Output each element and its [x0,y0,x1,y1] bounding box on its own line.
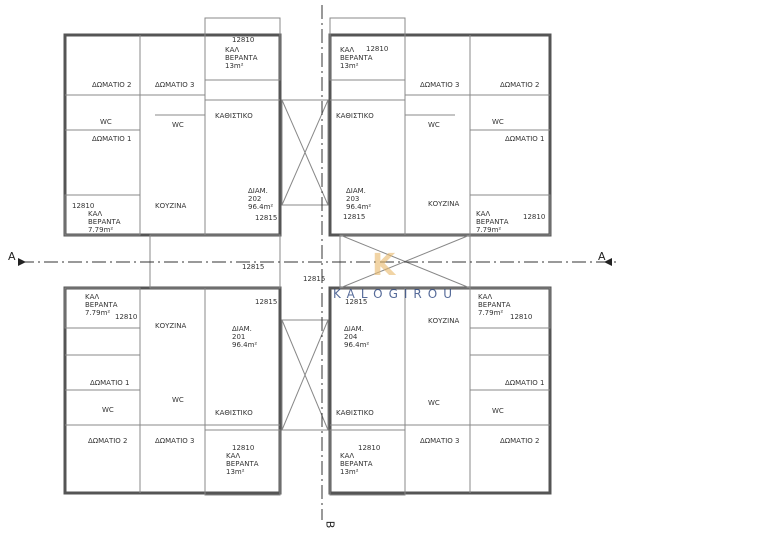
room-label: ΔΩΜΑΤΙΟ 3 [420,437,460,445]
room-label: ΔΩΜΑΤΙΟ 2 [88,437,128,445]
code-label: 12815 [255,214,278,222]
room-label: ΔΩΜΑΤΙΟ 2 [500,437,540,445]
room-label: WC [492,407,504,415]
room-label: ΚΑΘΙΣΤΙΚΟ [336,112,374,120]
section-mark-a-right: A [598,250,606,263]
section-mark-b: B [323,520,337,529]
code-label: 12810 [523,213,546,221]
veranda-label: ΚΑΛ ΒΕΡΑΝΤΑ 7.79m² [88,210,121,234]
room-label: ΔΩΜΑΤΙΟ 1 [90,379,130,387]
watermark: KALOGIROU [333,287,458,301]
veranda-label: ΚΑΛ ΒΕΡΑΝΤΑ 13m² [340,452,373,476]
code-label: 12810 [510,313,533,321]
room-label: ΚΟΥΖΙΝΑ [155,202,187,210]
veranda-label: ΚΑΛ ΒΕΡΑΝΤΑ 7.79m² [478,293,511,317]
room-label: ΔΩΜΑΤΙΟ 1 [505,135,545,143]
code-label: 12815 [345,298,368,306]
room-label: ΚΑΘΙΣΤΙΚΟ [336,409,374,417]
room-label: ΔΩΜΑΤΙΟ 3 [420,81,460,89]
room-label: ΔΩΜΑΤΙΟ 1 [505,379,545,387]
veranda-label: ΚΑΛ ΒΕΡΑΝΤΑ 13m² [225,46,258,70]
veranda-label: ΚΑΛ ΒΕΡΑΝΤΑ 7.79m² [476,210,509,234]
code-label: 12810 [232,36,255,44]
section-mark-a-left: A [8,250,16,263]
apartment-label: ΔΙΑΜ. 202 96.4m² [248,187,274,211]
code-label: 12810 [358,444,381,452]
section-arrow-right [604,258,612,266]
veranda-label: ΚΑΛ ΒΕΡΑΝΤΑ 7.79m² [85,293,118,317]
room-label: WC [102,406,114,414]
walls [63,33,552,495]
code-label: 12815 [303,275,326,283]
code-label: 12810 [366,45,389,53]
code-label: 12810 [72,202,95,210]
section-arrow-left [18,258,26,266]
room-label: WC [428,399,440,407]
section-lines [20,5,620,520]
room-label: ΔΩΜΑΤΙΟ 2 [500,81,540,89]
room-label: ΔΩΜΑΤΙΟ 3 [155,81,195,89]
code-label: 12810 [232,444,255,452]
apartment-label: ΔΙΑΜ. 204 96.4m² [344,325,370,349]
room-label: WC [172,396,184,404]
room-label: ΚΟΥΖΙΝΑ [155,322,187,330]
room-label: ΔΩΜΑΤΙΟ 2 [92,81,132,89]
room-label: WC [428,121,440,129]
room-label: WC [492,118,504,126]
room-label: WC [100,118,112,126]
watermark-logo: K [372,248,396,283]
room-label: ΚΑΘΙΣΤΙΚΟ [215,112,253,120]
room-label: ΚΑΘΙΣΤΙΚΟ [215,409,253,417]
interior-lines [64,17,551,496]
code-label: 12815 [255,298,278,306]
apartment-label: ΔΙΑΜ. 201 96.4m² [232,325,258,349]
room-label: ΚΟΥΖΙΝΑ [428,317,460,325]
room-label: WC [172,121,184,129]
apartment-label: ΔΙΑΜ. 203 96.4m² [346,187,372,211]
code-label: 12810 [115,313,138,321]
room-label: ΔΩΜΑΤΙΟ 3 [155,437,195,445]
veranda-label: ΚΑΛ ΒΕΡΑΝΤΑ 13m² [340,46,373,70]
room-label: ΚΟΥΖΙΝΑ [428,200,460,208]
room-label: ΔΩΜΑΤΙΟ 1 [92,135,132,143]
code-label: 12815 [343,213,366,221]
veranda-label: ΚΑΛ ΒΕΡΑΝΤΑ 13m² [226,452,259,476]
code-label: 12815 [242,263,265,271]
